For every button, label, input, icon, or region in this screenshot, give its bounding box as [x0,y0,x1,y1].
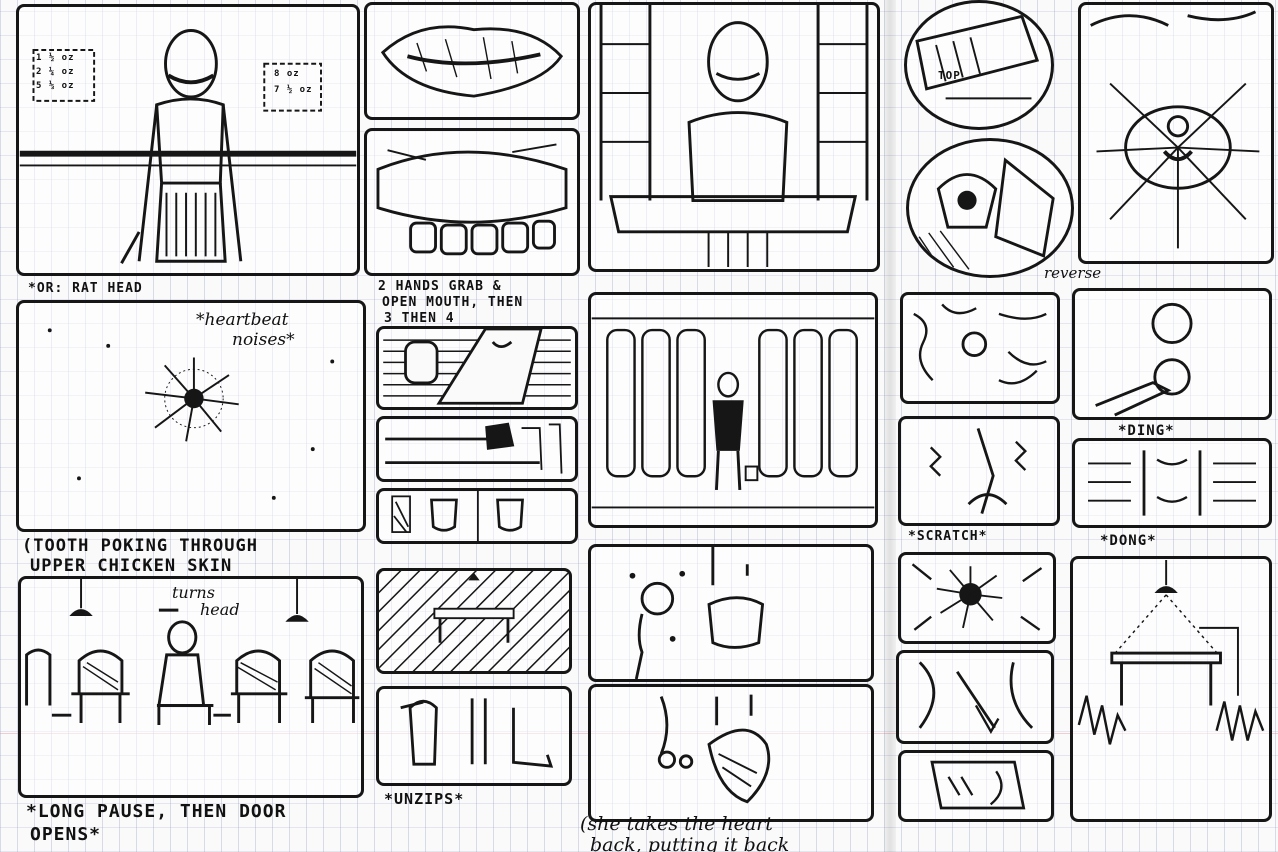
sign-left-line-3: 5 ⅓ oz [36,81,75,91]
unzip-legs-sketch [400,698,554,768]
caption-turns-head-2: head [200,600,240,619]
caption-long-pause-2: OPENS* [30,824,102,845]
panel-hand-pull [376,416,578,482]
carton-open-sketch [918,157,1055,270]
caption-reverse: reverse [1044,264,1102,282]
sign-right-line-2: 7 ½ oz [274,85,313,95]
panel-table-lamp [1070,556,1272,822]
panel-freezer-aisle [588,292,878,528]
fridge-woman-sketch [599,5,869,268]
panel-apple-hand [588,544,874,682]
caption-hands-grab-2: OPEN MOUTH, THEN [382,295,524,310]
freezer-aisle-sketch [591,317,875,509]
caption-scratch: *SCRATCH* [908,529,988,544]
chicken-teeth-sketch [376,143,568,256]
eggs-nest-sketch [913,303,1047,385]
caption-takes-heart-1: (she takes the heart [580,813,773,835]
caption-dong: *DONG* [1100,533,1157,549]
caption-turns-head-1: turns [172,583,215,602]
egg-crack-sketch [1090,10,1260,249]
waiting-room-sketch [25,579,360,725]
egg-drop-sketch [1095,302,1193,417]
heartbeat-burst-sketch [47,328,335,500]
panel-unzip-legs [376,686,572,786]
sign-right-line-1: 8 oz [274,69,300,79]
sign-left-line-2: 2 ¼ oz [36,67,75,77]
caption-ding: *DING* [1118,423,1175,439]
package-sketch [930,760,1026,810]
panel-fridge-woman [588,2,880,272]
panel-waiting-room [18,576,364,798]
hand-pull-sketch [385,422,563,474]
panel-scratch [898,416,1060,526]
table-lamp-sketch [1077,559,1265,745]
panel-zipper [376,326,578,410]
panel-egg-crack [1078,2,1274,264]
panel-squeeze [1072,438,1272,528]
caption-hands-grab-1: 2 HANDS GRAB & [378,279,502,294]
panel-heartbeat [16,300,366,532]
squeeze-sketch [1088,450,1256,516]
panel-circle-top [904,0,1054,130]
panel-eggs-nest [900,292,1060,404]
panel-rip [896,650,1054,744]
raw-chicken-sketch [380,25,564,98]
heart-hands-sketch [657,694,771,804]
caption-heartbeat-1: *heartbeat [196,310,289,330]
caption-heartbeat-2: noises* [232,330,295,350]
panel-egg-drop [1072,288,1272,420]
sun-burst-sketch [911,563,1043,631]
panel-circle-open [906,138,1074,278]
panel-dark-table [376,568,572,674]
carton-top-sketch [915,14,1040,100]
notebook-fold [884,0,896,852]
caption-unzips: *UNZIPS* [384,790,465,808]
panel-pockets [376,488,578,544]
zipper-sketch [383,329,571,405]
sign-left-line-1: 1 ½ oz [36,53,75,63]
caption-long-pause-1: *LONG PAUSE, THEN DOOR [26,801,287,822]
caption-rat-head: *OR: RAT HEAD [28,281,143,296]
caption-tooth-2: UPPER CHICKEN SKIN [30,556,233,576]
scratch-sketch [929,428,1027,514]
butcher-sketch [19,29,357,264]
caption-tooth-1: (TOOTH POKING THROUGH [22,536,258,556]
rip-sketch [918,661,1034,734]
pockets-sketch [391,491,524,541]
caption-hands-grab-3: 3 THEN 4 [384,311,455,326]
panel-heart-hands [588,684,874,822]
caption-top: TOP [938,69,961,82]
panel-raw-chicken [364,2,580,120]
panel-chicken-teeth [364,128,580,276]
panel-package [898,750,1054,822]
panel-sun-burst [898,552,1056,644]
panel-butcher-counter [16,4,360,276]
caption-takes-heart-2: back, putting it back [590,834,790,852]
apple-hand-sketch [629,547,765,679]
dark-table-sketch [379,571,569,671]
